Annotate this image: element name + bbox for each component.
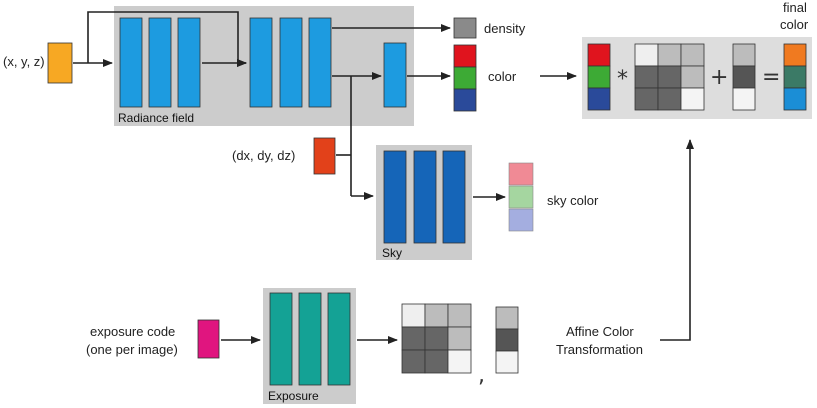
affine-label-line2: Transformation (556, 342, 643, 357)
exposure-label: Exposure (268, 389, 319, 403)
exposure-layer (327, 292, 351, 386)
position-input-label: (x, y, z) (3, 54, 45, 69)
exposure-matrix (401, 303, 472, 374)
equation-input-color (587, 43, 611, 111)
sky-color-pink-swatch (508, 162, 534, 186)
density-swatch (453, 17, 477, 39)
color-label: color (488, 69, 517, 84)
comma-separator: , (478, 363, 485, 388)
color-green-swatch (453, 66, 477, 90)
direction-input-box (313, 137, 336, 175)
equation-bias-vector (732, 43, 756, 111)
radiance-layer (119, 17, 143, 108)
multiply-operator: * (617, 67, 628, 92)
radiance-field-label: Radiance field (118, 111, 194, 125)
sky-layer (442, 150, 466, 244)
final-color-label-line1: final (783, 0, 807, 15)
position-input-box (47, 42, 73, 84)
final-color-label-line2: color (780, 17, 809, 32)
color-blue-swatch (453, 88, 477, 112)
sky-color-lavender-swatch (508, 208, 534, 232)
radiance-layer (177, 17, 201, 108)
sky-label: Sky (382, 246, 402, 260)
affine-label-line1: Affine Color (566, 324, 634, 339)
exposure-code-label-line2: (one per image) (86, 342, 178, 357)
density-label: density (484, 21, 526, 36)
color-head-layer (383, 42, 407, 108)
sky-layer (413, 150, 437, 244)
affine-to-final-arrow (660, 139, 694, 341)
direction-input-label: (dx, dy, dz) (232, 148, 295, 163)
sky-color-green-swatch (508, 185, 534, 209)
exposure-layer (269, 292, 293, 386)
radiance-layer (148, 17, 172, 108)
exposure-code-box (197, 319, 220, 359)
exposure-code-label-line1: exposure code (90, 324, 175, 339)
exposure-bias-vector (495, 306, 519, 374)
sky-layer (383, 150, 407, 244)
plus-operator: + (710, 65, 728, 90)
radiance-layer (308, 17, 332, 108)
final-color-swatches (783, 43, 807, 111)
equals-operator: = (762, 65, 780, 90)
radiance-layer (249, 17, 273, 108)
sky-color-label: sky color (547, 193, 599, 208)
exposure-layer (298, 292, 322, 386)
radiance-layer (279, 17, 303, 108)
color-red-swatch (453, 44, 477, 68)
equation-matrix (634, 43, 705, 111)
